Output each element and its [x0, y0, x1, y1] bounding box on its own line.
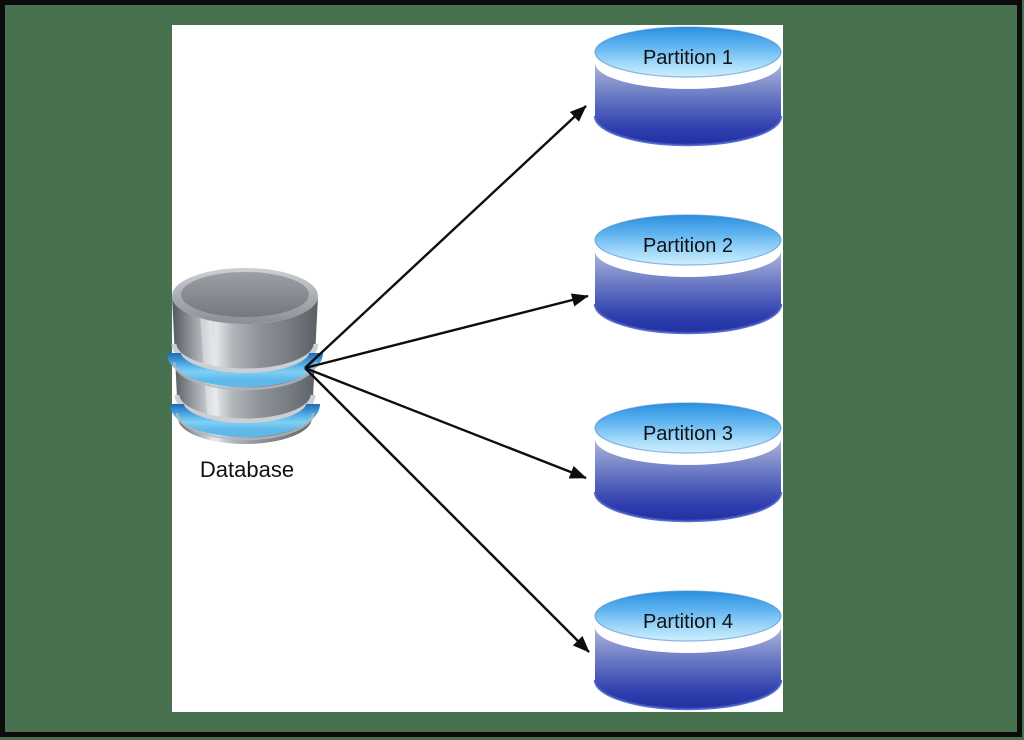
- database-tier-rim-2b: [175, 412, 315, 441]
- database-label: Database: [200, 457, 294, 482]
- arrow-to-partition-4: [304, 367, 590, 653]
- database-band-2: [170, 403, 320, 437]
- partition-cylinder: [593, 25, 783, 147]
- partition-2: Partition 2: [593, 213, 783, 335]
- database-icon: Database: [167, 268, 323, 482]
- partition-1: Partition 1: [593, 25, 783, 147]
- arrows: [304, 105, 590, 653]
- partition-label: Partition 3: [643, 423, 733, 445]
- partition-label: Partition 1: [643, 47, 733, 69]
- arrow-to-partition-1: [304, 105, 587, 369]
- partition-label: Partition 4: [643, 611, 733, 633]
- arrow-to-partition-2: [304, 293, 589, 370]
- partition-3: Partition 3: [593, 401, 783, 523]
- partition-cylinder: [593, 401, 783, 523]
- partition-label: Partition 2: [643, 235, 733, 257]
- partition-cylinder: [593, 589, 783, 711]
- database-tier-rim-1b: [172, 361, 318, 391]
- partition-4: Partition 4: [593, 589, 783, 711]
- arrow-to-partition-3: [304, 366, 587, 480]
- database-top-face: [181, 272, 309, 317]
- partition-cylinder: [593, 213, 783, 335]
